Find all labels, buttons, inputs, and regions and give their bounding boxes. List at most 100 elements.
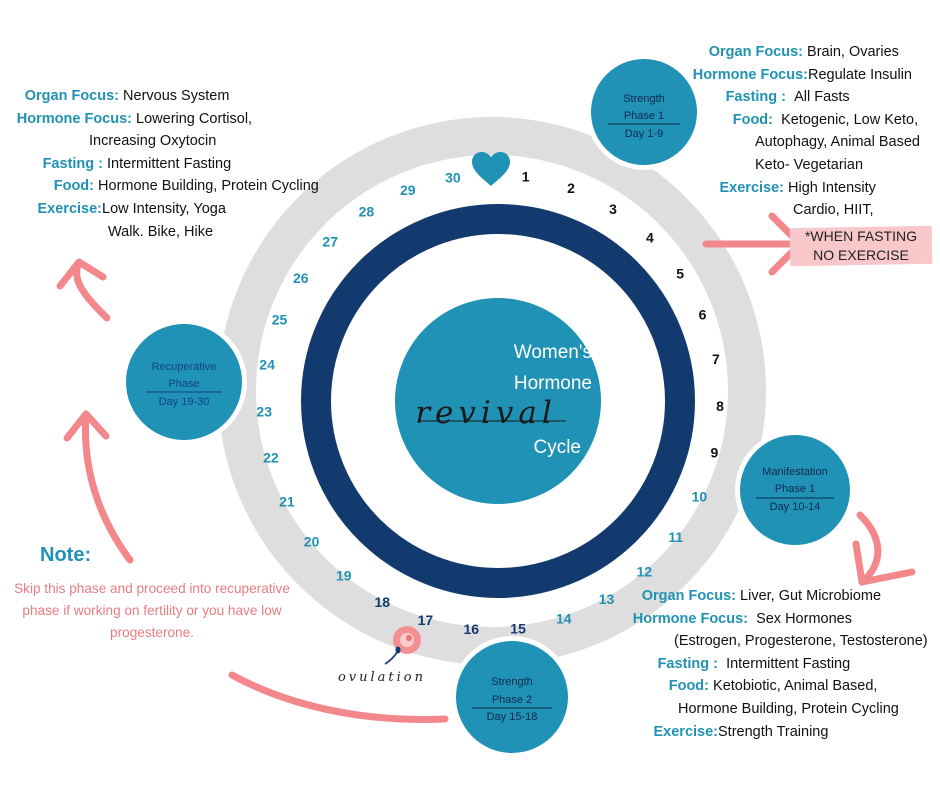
day-label-10: 10 (692, 489, 708, 505)
food-value: Hormone Building, Protein Cycling (98, 178, 319, 195)
hormone-focus-label: Hormone Focus: (16, 110, 132, 127)
day-label-3: 3 (609, 201, 617, 217)
phase-recuperative: Recuperative Phase Day 19-30 (121, 319, 247, 445)
inner-navy-ring (301, 204, 695, 598)
phase-manifestation-days: Day 10-14 (770, 501, 821, 513)
day-label-23: 23 (256, 403, 272, 419)
day-label-24: 24 (259, 357, 275, 373)
hormone-focus-value-line1: Lowering Cortisol, (136, 110, 253, 127)
day-label-26: 26 (293, 270, 309, 286)
day-label-16: 16 (464, 621, 480, 637)
arrow-head-bottom-info (852, 540, 916, 586)
phase-manifestation-title: Manifestation (762, 466, 827, 478)
center-title-line3: Cycle (533, 437, 581, 458)
phase-strength-1-subtitle: Phase 1 (624, 110, 664, 122)
day-label-5: 5 (676, 265, 684, 281)
fasting-label: Fasting : (725, 89, 786, 106)
arrow-from-ovulation (228, 671, 449, 723)
center-title-line1: Women's (514, 342, 592, 363)
ovulation-icon (384, 626, 421, 665)
day-label-20: 20 (304, 533, 320, 549)
day-label-8: 8 (716, 398, 724, 414)
phase-strength-2-title: Strength (491, 676, 533, 688)
day-label-1: 1 (522, 169, 530, 185)
day-label-15: 15 (510, 621, 526, 637)
day-label-17: 17 (418, 612, 434, 628)
hormone-focus-value-line2: Increasing Oxytocin (89, 133, 217, 150)
organ-focus-value: Nervous System (123, 88, 230, 104)
day-label-30: 30 (445, 169, 461, 185)
phase-recuperative-subtitle: Phase (168, 378, 199, 390)
food-value-line1: Ketogenic, Low Keto, (781, 111, 919, 128)
hormone-focus-label: Hormone Focus: (692, 66, 808, 83)
exercise-value-line1: High Intensity (788, 179, 876, 196)
food-value-line2: Autophagy, Animal Based (755, 134, 920, 151)
phase-strength-1-title: Strength (623, 93, 665, 105)
arrow-to-bottom-info (856, 511, 882, 586)
phase-recuperative-days: Day 19-30 (159, 396, 210, 408)
center-title-line2: Hormone (514, 373, 592, 394)
manifestation-phase-info: Organ Focus: Liver, Gut Microbiome Hormo… (630, 585, 928, 743)
day-label-13: 13 (599, 591, 615, 607)
phase-strength-2-days: Day 15-18 (487, 711, 538, 723)
heart-icon (472, 151, 510, 186)
food-label: Food: (732, 111, 773, 128)
arrow-head-recuperative (63, 410, 110, 442)
note-text: Skip this phase and proceed into recuper… (14, 581, 290, 640)
day-label-25: 25 (272, 312, 288, 328)
hormone-focus-label: Hormone Focus: (632, 610, 748, 627)
organ-focus-label: Organ Focus: (641, 588, 736, 604)
phase-manifestation-subtitle: Phase 1 (775, 483, 815, 495)
organ-focus-value: Liver, Gut Microbiome (740, 588, 882, 604)
phase-strength-1: Strength Phase 1 Day 1-9 (586, 54, 702, 170)
organ-focus-label: Organ Focus: (24, 88, 119, 104)
food-label: Food: (668, 678, 709, 695)
phase-strength-1-days: Day 1-9 (625, 128, 664, 140)
phase-manifestation: Manifestation Phase 1 Day 10-14 (735, 430, 855, 550)
fasting-label: Fasting : (42, 155, 103, 172)
organ-focus-value: Brain, Ovaries (807, 44, 899, 60)
day-label-7: 7 (712, 351, 720, 367)
fasting-warning: *WHEN FASTING NO EXERCISE (790, 227, 932, 265)
exercise-label: Exercise: (719, 179, 785, 196)
day-label-9: 9 (711, 444, 719, 460)
hormone-focus-value: Regulate Insulin (808, 66, 912, 83)
warning-line1: *WHEN FASTING (804, 228, 917, 244)
exercise-value-line1: Low Intensity, Yoga (102, 200, 226, 217)
strength-phase-info: Organ Focus: Brain, Ovaries Hormone Focu… (690, 41, 920, 222)
organ-focus-label: Organ Focus: (708, 44, 803, 60)
warning-line2: NO EXERCISE (813, 247, 909, 263)
day-label-4: 4 (646, 230, 654, 246)
exercise-value: Strength Training (718, 723, 829, 740)
day-label-19: 19 (336, 567, 352, 583)
food-value-line3: Keto- Vegetarian (755, 156, 864, 173)
fasting-value: Intermittent Fasting (726, 655, 851, 672)
day-label-18: 18 (375, 594, 391, 610)
day-label-14: 14 (556, 610, 572, 626)
hormone-focus-value-line1: Sex Hormones (756, 610, 852, 627)
day-label-12: 12 (637, 564, 653, 580)
phase-strength-2-subtitle: Phase 2 (492, 694, 532, 706)
center-disc (395, 298, 601, 504)
exercise-value-line2: Walk. Bike, Hike (108, 223, 214, 240)
day-label-6: 6 (699, 306, 707, 322)
day-label-22: 22 (263, 450, 279, 466)
hormone-focus-value-line2: (Estrogen, Progesterone, Testosterone) (674, 633, 928, 650)
day-label-2: 2 (567, 180, 575, 196)
day-label-11: 11 (668, 529, 683, 545)
phase-strength-2: Strength Phase 2 Day 15-18 (451, 636, 573, 758)
day-label-29: 29 (400, 182, 416, 198)
ovulation-label: ovulation (338, 670, 426, 685)
exercise-label: Exercise: (37, 200, 103, 217)
day-label-27: 27 (322, 233, 338, 249)
exercise-value-line2: Cardio, HIIT, (793, 202, 874, 219)
food-value-line2: Hormone Building, Protein Cycling (678, 700, 899, 717)
phase-recuperative-title: Recuperative (152, 361, 217, 373)
recuperative-phase-info: Organ Focus: Nervous System Hormone Focu… (14, 85, 319, 243)
note-title: Note: (40, 544, 92, 566)
fasting-value: All Fasts (794, 89, 850, 106)
day-label-21: 21 (279, 494, 295, 510)
fasting-label: Fasting : (657, 655, 718, 672)
fasting-value: Intermittent Fasting (107, 155, 232, 172)
